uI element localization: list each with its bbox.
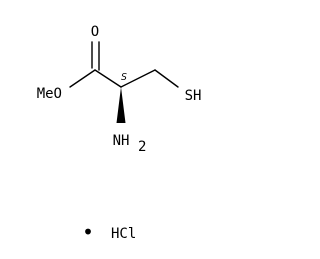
bond-carbonyl-c-alpha-c bbox=[94, 69, 122, 88]
atom-label-thiol: SH bbox=[185, 88, 202, 104]
bond-ch2-s bbox=[154, 69, 179, 88]
atom-label-methoxy: MeO bbox=[37, 86, 62, 102]
wedge-bond-alpha-c-n bbox=[116, 87, 126, 123]
molecule-structure-diagram: O MeO S SH NH 2 • HCl bbox=[37, 24, 202, 244]
atom-label-amine-subscript: 2 bbox=[138, 139, 146, 155]
atom-label-amine: NH bbox=[113, 133, 130, 149]
stereo-descriptor-label: S bbox=[121, 72, 127, 83]
atom-label-carbonyl-oxygen: O bbox=[91, 24, 99, 40]
bond-alpha-c-ch2 bbox=[120, 69, 156, 88]
counterion-hcl-label: HCl bbox=[111, 226, 136, 242]
bond-ester-o-c bbox=[69, 69, 96, 88]
salt-bullet: • bbox=[82, 220, 94, 244]
